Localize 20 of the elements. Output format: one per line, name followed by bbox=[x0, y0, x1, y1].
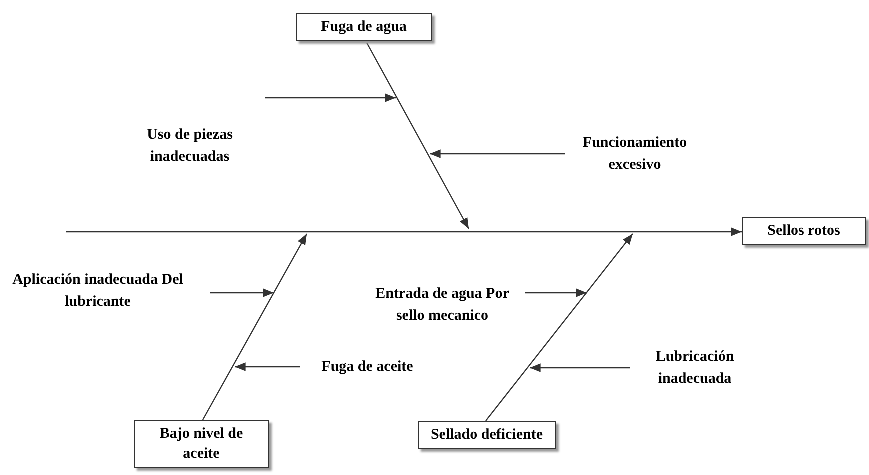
arrow bbox=[235, 362, 300, 372]
cause-label: Fuga de aceite bbox=[305, 356, 430, 378]
arrow bbox=[430, 150, 565, 158]
cause-label: Funcionamiento excesivo bbox=[565, 132, 705, 176]
arrow bbox=[525, 288, 587, 298]
arrow bbox=[366, 42, 470, 230]
cause-label: Lubricación inadecuada bbox=[640, 346, 750, 390]
category-box: Fuga de agua bbox=[296, 13, 432, 41]
arrow bbox=[530, 364, 630, 372]
cause-label: Aplicación inadecuada Del lubricante bbox=[8, 269, 188, 313]
category-box: Sellado deficiente bbox=[418, 421, 556, 449]
category-box: Sellos rotos bbox=[742, 217, 866, 245]
cause-label: Uso de piezas inadecuadas bbox=[135, 124, 245, 168]
arrow bbox=[265, 94, 396, 102]
arrow bbox=[210, 288, 274, 298]
category-box: Bajo nivel de aceite bbox=[134, 420, 269, 468]
cause-label: Entrada de agua Por sello mecanico bbox=[375, 283, 510, 327]
arrow bbox=[202, 234, 308, 420]
spine-arrow bbox=[66, 228, 742, 236]
arrow bbox=[486, 234, 634, 422]
